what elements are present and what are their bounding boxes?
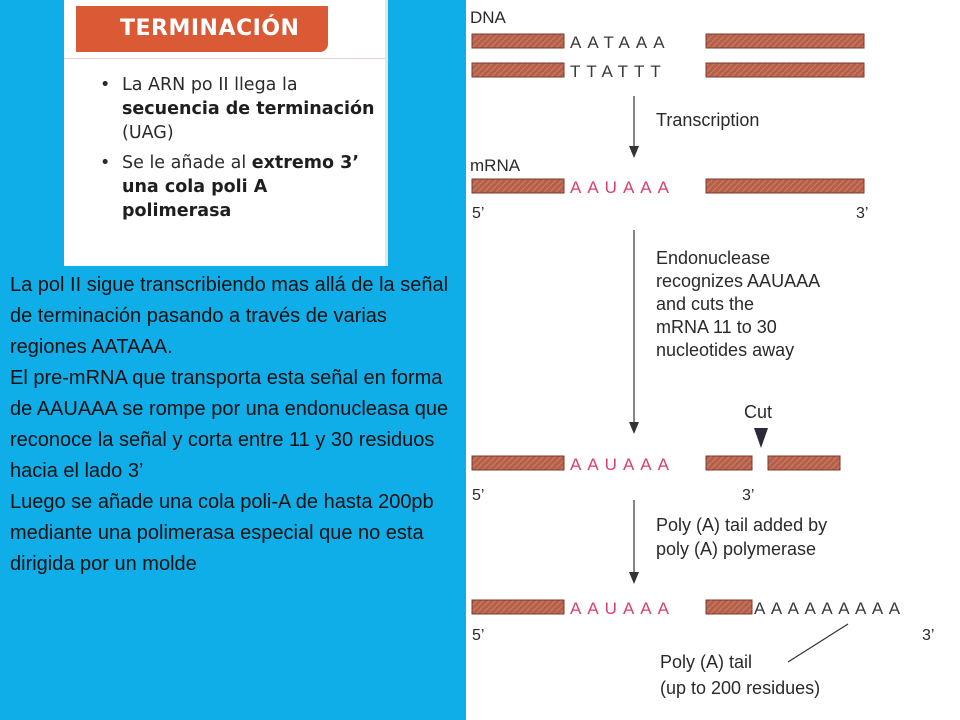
bullet-item: La ARN po II llega la secuencia de termi… [100,73,380,145]
dna-top-strand-right [705,33,865,49]
paragraph-cleavage: El pre-mRNA que transporta esta señal en… [10,367,449,482]
five-prime-label: 5’ [472,487,484,504]
tail-label-line: Poly (A) tail [660,652,752,672]
bullet-item: Se le añade al extremo 3’ una cola poli … [100,151,380,223]
card-title: TERMINACIÓN [120,16,300,41]
final-signal-sequence: AAUAAA [570,599,675,618]
card-divider [64,58,388,59]
step-endonuclease-line: recognizes AAUAAA [656,271,820,291]
down-arrow-icon [629,422,639,434]
dna-bottom-strand-right [705,62,865,78]
diagram-panel: DNA AATAAA TTATTT Transcription mRNA AAU… [466,0,960,720]
explanation-text: La pol II sigue transcribiendo mas allá … [10,270,462,580]
dna-bottom-strand-left [471,62,565,78]
step-polya-line: Poly (A) tail added by [656,515,827,535]
slide-card: TERMINACIÓN La ARN po II llega la secuen… [64,0,388,266]
cleaved-strand-left [471,455,565,471]
tail-callout-line [787,623,849,663]
dna-label: DNA [470,8,507,27]
dna-top-sequence: AATAAA [570,33,671,52]
tail-label-line: (up to 200 residues) [660,678,820,698]
down-arrow-icon [629,146,639,158]
polya-tail-sequence: AAAAAAAAA [754,599,906,618]
step-transcription-label: Transcription [656,110,759,130]
bullet-bold-text: secuencia de terminación [122,99,375,119]
cut-label: Cut [744,402,772,422]
step-endonuclease-line: and cuts the [656,294,754,314]
bullet-text: La ARN po II llega la [122,75,298,95]
dna-bottom-sequence: TTATTT [570,62,667,81]
card-edge [385,0,388,266]
step-endonuclease-line: mRNA 11 to 30 [656,317,777,337]
mrna-signal-sequence: AAUAAA [570,178,675,197]
five-prime-label: 5’ [472,205,484,222]
bullet-text: (UAG) [122,123,174,143]
step-endonuclease-line: nucleotides away [656,340,794,360]
mrna-strand-right [705,178,865,194]
mrna-label: mRNA [470,156,521,175]
released-fragment [767,455,841,471]
three-prime-label: 3’ [922,627,934,644]
cleaved-signal-sequence: AAUAAA [570,455,675,474]
down-arrow-icon [629,572,639,584]
cleaved-strand-stub [705,455,753,471]
paragraph-polya: Luego se añade una cola poli-A de hasta … [10,491,434,575]
cut-marker-icon [754,428,768,448]
card-header: TERMINACIÓN [76,6,328,52]
final-strand-left [471,599,565,615]
three-prime-label: 3’ [742,487,754,504]
bullet-list: La ARN po II llega la secuencia de termi… [100,73,380,229]
bullet-text: Se le añade al [122,153,252,173]
termination-diagram: DNA AATAAA TTATTT Transcription mRNA AAU… [470,8,934,698]
step-polya-line: poly (A) polymerase [656,539,816,559]
five-prime-label: 5’ [472,627,484,644]
dna-top-strand-left [471,33,565,49]
three-prime-label: 3’ [856,205,868,222]
left-panel: TERMINACIÓN La ARN po II llega la secuen… [0,0,466,720]
bullet-bold-text: extremo 3’ una cola poli A polimerasa [122,153,359,221]
step-endonuclease-line: Endonuclease [656,248,770,268]
final-strand-stub [705,599,753,615]
mrna-strand-left [471,178,565,194]
paragraph-pol-ii: La pol II sigue transcribiendo mas allá … [10,274,449,358]
